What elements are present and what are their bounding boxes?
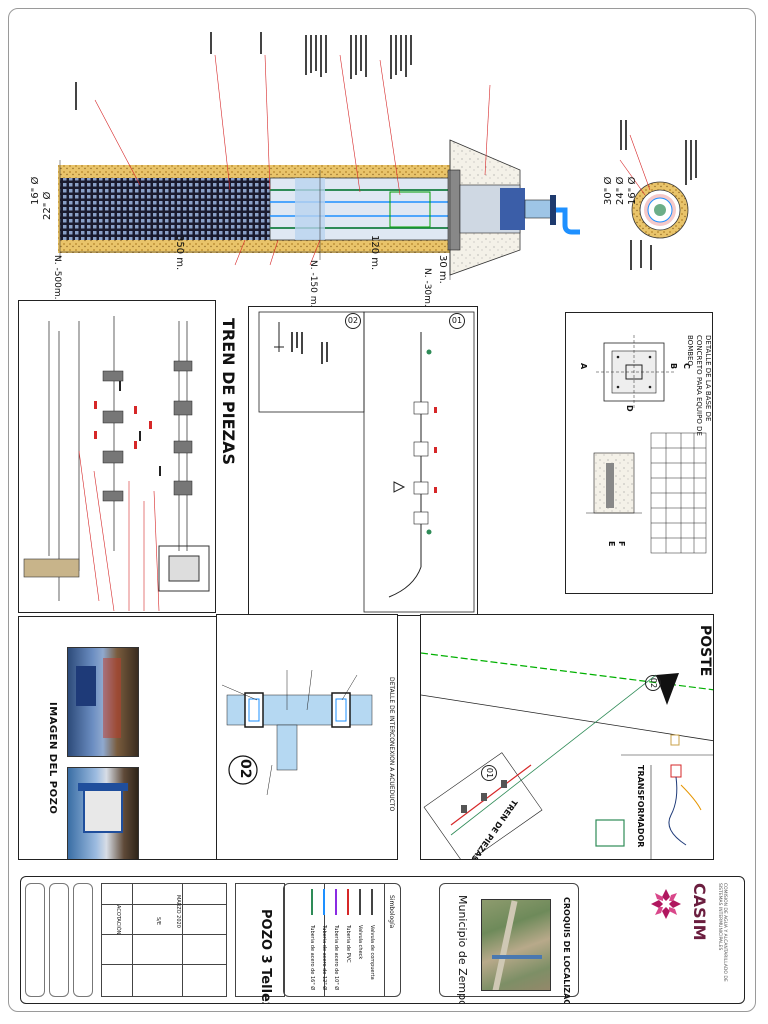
revision-frame-1: [25, 883, 45, 997]
location-aerial-map: [481, 899, 551, 991]
well-name: POZO 3 Tellez: [258, 909, 273, 1004]
brand-subtitle: COMISION DE AGUA Y ALCANTARILLADO DE SIS…: [717, 883, 727, 982]
dim-22: 22" Ø: [42, 191, 53, 220]
revision-frame-3: [73, 883, 93, 997]
site-plan-drawing: [421, 652, 713, 859]
dim-24-plan: 24" Ø: [615, 176, 626, 205]
scale-value: S/E: [155, 917, 161, 926]
tren-title: TREN DE PIEZAS: [219, 318, 238, 466]
legend-item-label: Tuberia de PVC: [345, 925, 351, 963]
section-marker-a: A: [579, 363, 588, 370]
aqueduct-title: DETALLE DE INTERCONEXION A ACUEDUCTO: [388, 677, 395, 812]
photos-panel: [18, 616, 218, 860]
poste-label: POSTE: [697, 625, 713, 677]
legend-box: [283, 883, 401, 997]
level-500: N. -500m.: [52, 255, 62, 300]
level-150: N. -150 m.: [308, 260, 318, 308]
tren-drawing: [23, 316, 210, 612]
well-photo-1: [67, 647, 139, 757]
date-value: MARZO 2020: [175, 895, 181, 928]
aqueduct-drawing: [221, 669, 373, 796]
site-callout-01: 01: [481, 765, 497, 781]
casim-logo-icon: [649, 887, 683, 921]
well-photo-2: [67, 767, 139, 859]
legend-item-label: Valvula de compuerta: [369, 925, 375, 980]
section-marker-e: E: [607, 541, 616, 547]
location-box: [439, 883, 579, 997]
legend-swatch: [359, 889, 361, 915]
location-title: CROQUIS DE LOCALIZACION: [562, 897, 571, 1004]
interconnection-drawing: [258, 311, 475, 613]
dim-350: 350 m.: [174, 235, 185, 271]
callout-01: 01: [449, 313, 465, 329]
data-grid: [101, 883, 227, 997]
legend-swatch: [323, 889, 325, 915]
callout-02: 02: [345, 313, 361, 329]
base-detail-panel: DETALLE DE LA BASE DE CONCRETO PARA EQUI…: [565, 312, 713, 594]
section-marker-f: F: [617, 541, 626, 547]
aqueduct-number: 02: [237, 759, 253, 779]
well-name-box: [235, 883, 285, 997]
site-callout-02: 02: [645, 675, 661, 691]
pole-marker: [656, 673, 679, 705]
section-marker-b: B: [669, 363, 678, 370]
legend-swatch: [347, 889, 349, 915]
revision-frame-2: [49, 883, 69, 997]
dim-30-plan: 30" Ø: [603, 176, 614, 205]
aqueduct-panel: DETALLE DE INTERCONEXION A ACUEDUCTO 02: [216, 614, 398, 860]
interconnection-panel: 01 02: [248, 306, 478, 616]
legend-item-label: Tuberia de acero de 10" Ø: [333, 925, 339, 991]
transformer-label: TRANSFORMADOR: [636, 765, 645, 848]
screen-pipe: [60, 178, 270, 240]
level-30: N. -30m.: [422, 268, 432, 307]
dim-30: 30 m.: [437, 255, 448, 284]
legend-item-label: Valvula check: [357, 925, 363, 960]
dim-16: 16" Ø: [30, 176, 41, 205]
legend-swatch: [371, 889, 373, 915]
section-marker-d: D: [625, 405, 634, 412]
municipality: Municipio de Zempoala Hgo.: [456, 895, 469, 1004]
legend-item-label: Tuberia de acero de 16" Ø: [309, 925, 315, 991]
drawing-sheet: [8, 8, 756, 1012]
base-detail-title: DETALLE DE LA BASE DE CONCRETO PARA EQUI…: [686, 335, 712, 436]
legend-title: Simbología: [388, 895, 395, 929]
code-value: ACOTACIÓN: [115, 905, 121, 935]
legend-swatch: [311, 889, 313, 915]
well-section-drawing: [58, 32, 697, 280]
legend-swatch: [335, 889, 337, 915]
legend-item-label: Tuberia de acero de 12" Ø: [321, 925, 327, 991]
tren-de-piezas-panel: [18, 300, 216, 613]
title-block: MARZO 2020 S/E ACOTACIÓN POZO 3 Tellez S…: [20, 876, 745, 1004]
dim-16-plan: 16" Ø: [627, 176, 638, 205]
dim-120: 120 m.: [369, 235, 380, 271]
section-marker-c: C: [682, 363, 691, 369]
base-drawing: [586, 335, 707, 554]
brand-name: CASIM: [690, 883, 709, 941]
site-plan-panel: POSTE 02 01 TRANSFORMADOR TREN DE PIEZAS: [420, 614, 714, 860]
photos-title: IMAGEN DEL POZO: [47, 702, 58, 815]
